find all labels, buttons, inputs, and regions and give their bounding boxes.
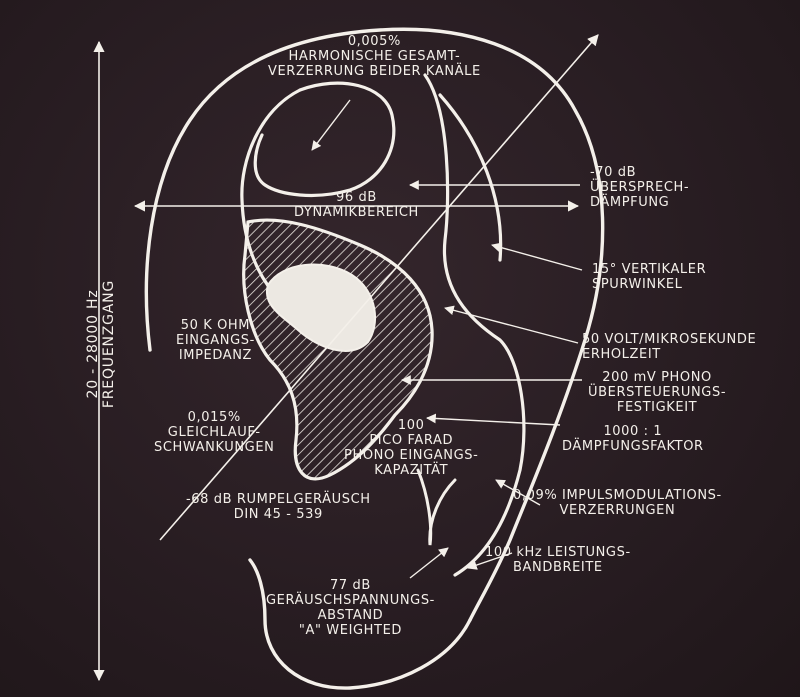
tracking-angle-label: 15° VERTIKALER SPURWINKEL (592, 262, 707, 292)
tracking-pointer (491, 242, 583, 271)
rumble-label: -68 dB RUMPELGERÄUSCH DIN 45 - 539 (186, 492, 371, 522)
tragus (416, 468, 457, 546)
damping-factor-label: 1000 : 1 DÄMPFUNGSFAKTOR (562, 424, 704, 454)
recovery-time-label: 50 VOLT/MIKROSEKUNDE ERHOLZEIT (582, 332, 757, 362)
dynamic-range-label: 96 dB DYNAMIKBEREICH (294, 190, 419, 220)
diagonal-long-line (159, 34, 599, 541)
ear-canal-opening (265, 263, 377, 352)
harmonic-distortion-label: 0,005% HARMONISCHE GESAMT- VERZERRUNG BE… (268, 34, 481, 79)
damping-pointer (426, 413, 561, 426)
antihelix-inner (438, 93, 503, 262)
wow-flutter-label: 0,015% GLEICHLAUF- SCHWANKUNGEN (154, 410, 275, 455)
bandwidth-pointer (467, 552, 513, 570)
recovery-pointer (444, 305, 579, 344)
crosstalk-label: -70 dB ÜBERSPRECH- DÄMPFUNG (590, 165, 690, 210)
power-bandwidth-label: 100 kHz LEISTUNGS- BANDBREITE (485, 545, 631, 575)
signal-to-noise-label: 77 dB GERÄUSCHSPANNUNGS- ABSTAND "A" WEI… (266, 578, 435, 638)
ear-lobe (248, 558, 472, 690)
phono-capacitance-label: 100 PICO FARAD PHONO EINGANGS- KAPAZITÄT (344, 418, 479, 478)
frequency-response-label: 20 - 28000 Hz FREQUENZGANG (85, 279, 117, 409)
harmonic-pointer (311, 99, 351, 151)
intermod-pointer (495, 479, 541, 506)
phono-overload-label: 200 mV PHONO ÜBERSTEUERUNGS- FESTIGKEIT (588, 370, 727, 415)
intermodulation-label: 0,09% IMPULSMODULATIONS- VERZERRUNGEN (513, 488, 722, 518)
antihelix (423, 73, 526, 577)
snr-pointer (409, 547, 449, 579)
helix-loop (253, 81, 396, 198)
input-impedance-label: 50 K OHM EINGANGS- IMPEDANZ (176, 318, 255, 363)
